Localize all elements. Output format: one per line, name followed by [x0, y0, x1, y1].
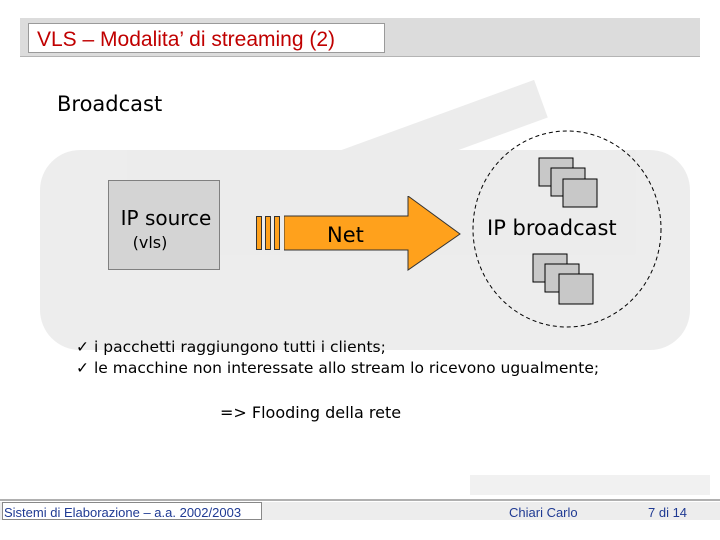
footer-rule: [0, 499, 720, 501]
stream-bar: [256, 216, 262, 250]
bullet-list: ✓ i pacchetti raggiungono tutti i clients…: [76, 338, 599, 380]
title-bar: [20, 18, 700, 57]
bullet-text: i pacchetti raggiungono tutti i clients;: [94, 338, 386, 356]
section-heading: Broadcast: [57, 92, 163, 116]
ip-broadcast-label: IP broadcast: [487, 216, 617, 240]
ip-source-box: [108, 180, 220, 270]
footer-course-frame: [2, 502, 262, 520]
check-icon: ✓: [76, 338, 89, 356]
conclusion-text: => Flooding della rete: [220, 403, 402, 422]
net-arrow: [284, 196, 461, 271]
stream-bar: [274, 216, 280, 250]
bullet-item: ✓ le macchine non interessate allo stream…: [76, 359, 599, 380]
stream-bar: [265, 216, 271, 250]
bullet-item: ✓ i pacchetti raggiungono tutti i clients…: [76, 338, 599, 359]
bullet-text: le macchine non interessate allo stream …: [94, 359, 600, 377]
client-machines-top: [538, 157, 598, 208]
footer-course: Sistemi di Elaborazione – a.a. 2002/2003: [4, 505, 242, 520]
broadcast-domain: [472, 130, 662, 328]
client-machines-bottom: [532, 253, 594, 305]
footer-author: Chiari Carlo: [509, 505, 578, 520]
net-label: Net: [327, 223, 364, 247]
ip-source-label: IP source: [120, 206, 212, 230]
ip-source-sublabel: (vls): [132, 233, 168, 252]
footer-page-number: 7 di 14: [648, 505, 688, 520]
check-icon: ✓: [76, 359, 89, 377]
title-frame: [28, 23, 385, 53]
slide-title: VLS – Modalita’ di streaming (2): [37, 28, 336, 51]
